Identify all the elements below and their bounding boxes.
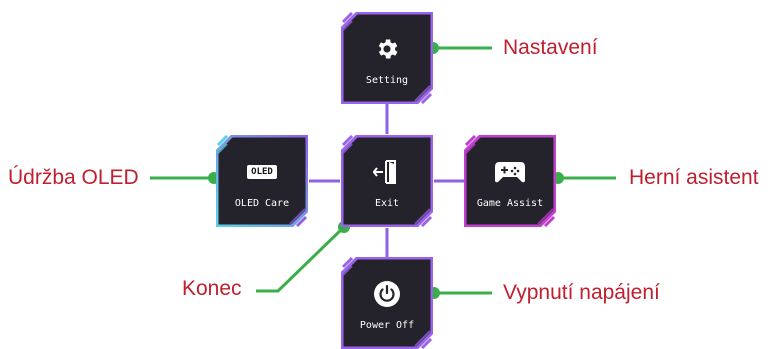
callout-game-assist: Herní asistent: [629, 166, 759, 189]
setting-tile[interactable]: Setting: [341, 12, 433, 104]
oled-care-tile-frame: [216, 135, 308, 227]
setting-label: Setting: [365, 75, 409, 86]
power-off-label: Power Off: [359, 320, 415, 331]
callout-power-off: Vypnutí napájení: [503, 281, 660, 304]
connectors: [309, 104, 464, 258]
exit-tile[interactable]: Exit: [341, 135, 433, 227]
exit-label: Exit: [374, 198, 400, 209]
leader-exit: [256, 225, 346, 293]
callout-setting: Nastavení: [503, 36, 598, 59]
callout-exit: Konec: [182, 277, 242, 300]
game-assist-tile[interactable]: Game Assist: [464, 135, 556, 227]
gamepad-icon: [464, 157, 556, 187]
power-icon: [341, 279, 433, 309]
leader-lines: [150, 46, 616, 295]
exit-door-icon: [341, 157, 433, 187]
callout-oled-care: Údržba OLED: [8, 166, 139, 189]
oled-care-tile[interactable]: OLED OLED Care: [216, 135, 308, 227]
oled-care-label: OLED Care: [234, 198, 290, 209]
oled-badge-text: OLED: [247, 165, 277, 179]
power-off-tile[interactable]: Power Off: [341, 257, 433, 349]
game-assist-tile-frame: [464, 135, 556, 227]
game-assist-label: Game Assist: [476, 198, 544, 209]
gear-icon: [341, 34, 433, 64]
oled-icon: OLED: [216, 157, 308, 187]
